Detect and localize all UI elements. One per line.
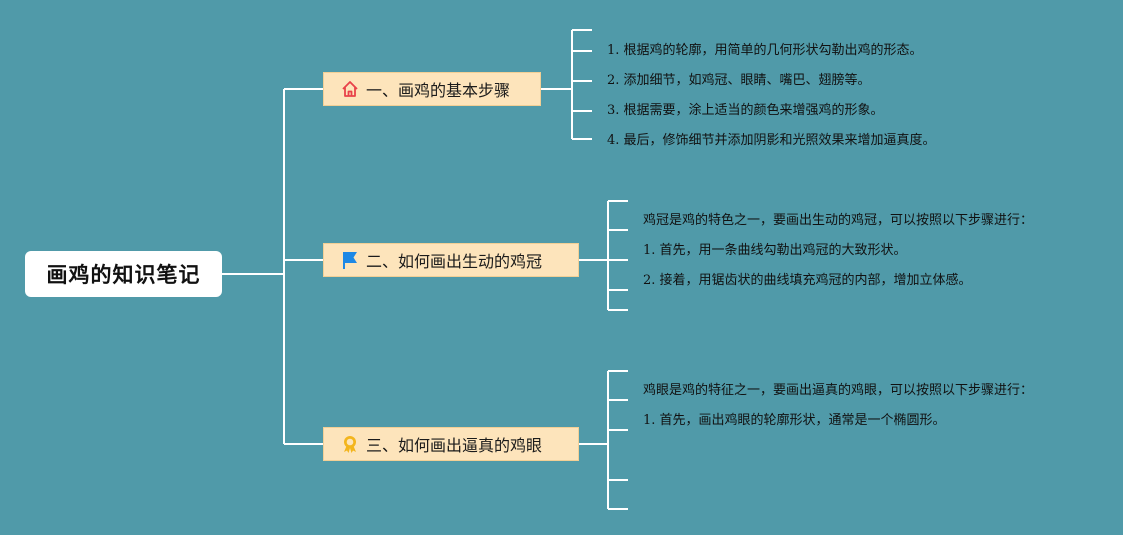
leaf-text: 2. 添加细节，如鸡冠、眼睛、嘴巴、翅膀等。 [607,73,871,88]
leaf-text: 1. 根据鸡的轮廓，用简单的几何形状勾勒出鸡的形态。 [607,43,923,58]
leaf-text: 鸡眼是鸡的特征之一，要画出逼真的鸡眼，可以按照以下步骤进行： [643,383,1034,398]
leaf-text: 3. 根据需要，涂上适当的颜色来增强鸡的形象。 [607,103,884,118]
award-ribbon-icon [340,434,360,454]
leaf-text: 1. 首先，画出鸡眼的轮廓形状，通常是一个椭圆形。 [643,413,946,428]
flag-icon [340,250,360,270]
branch-title: 一、画鸡的基本步骤 [366,81,511,100]
branch-node-basic-steps[interactable]: 一、画鸡的基本步骤 [323,72,541,106]
home-icon [340,79,360,99]
leaf-text: 鸡冠是鸡的特色之一，要画出生动的鸡冠，可以按照以下步骤进行： [643,213,1034,228]
branch-node-eye[interactable]: 三、如何画出逼真的鸡眼 [323,427,579,461]
root-node[interactable]: 画鸡的知识笔记 [25,251,222,297]
branch-node-comb[interactable]: 二、如何画出生动的鸡冠 [323,243,579,277]
branch-title: 二、如何画出生动的鸡冠 [366,252,543,271]
branch-title: 三、如何画出逼真的鸡眼 [366,436,543,455]
leaf-text: 2. 接着，用锯齿状的曲线填充鸡冠的内部，增加立体感。 [643,273,972,288]
root-title: 画鸡的知识笔记 [46,263,201,287]
leaf-text: 4. 最后，修饰细节并添加阴影和光照效果来增加逼真度。 [607,133,936,148]
leaf-text: 1. 首先，用一条曲线勾勒出鸡冠的大致形状。 [643,243,907,258]
